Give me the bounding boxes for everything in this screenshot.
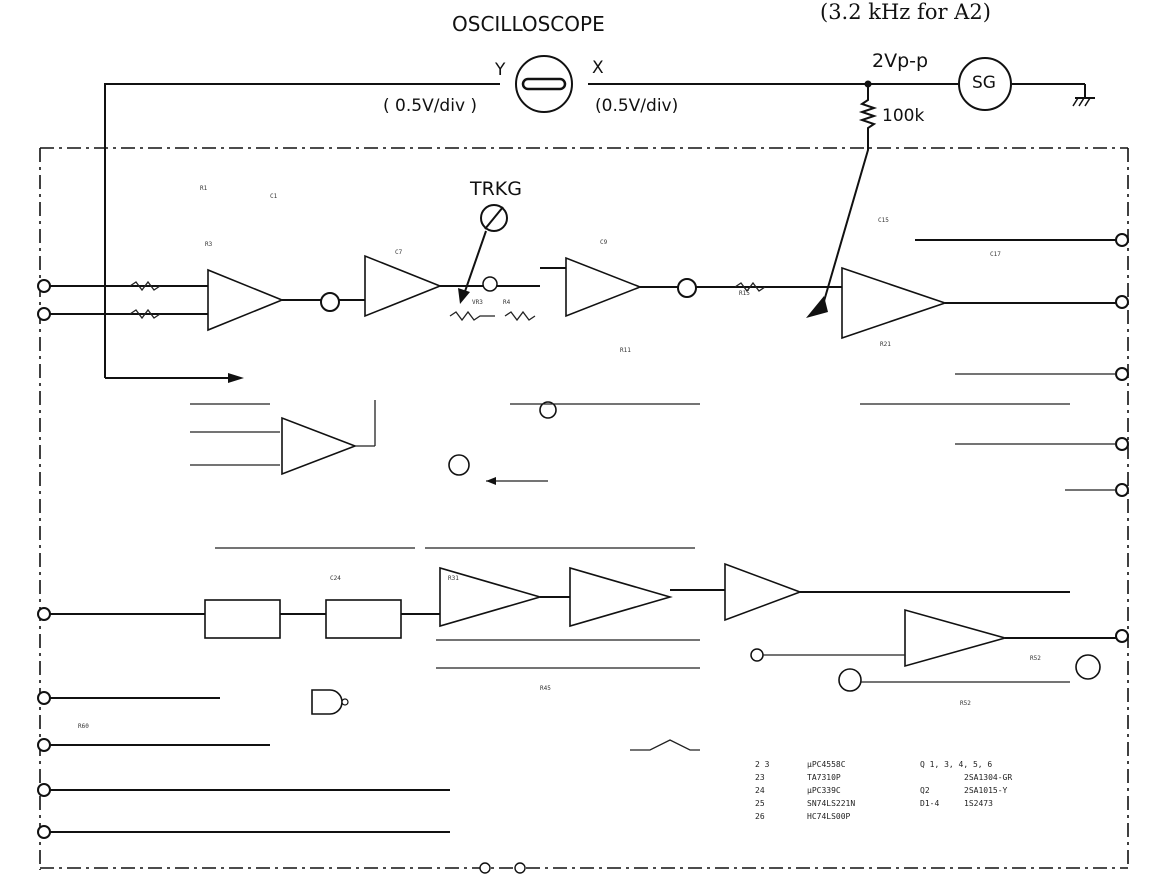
middle-section: [190, 400, 1070, 485]
nand-gate: [311, 689, 343, 715]
legend-part: μPC4558C: [807, 760, 846, 769]
legend-part: μPC339C: [807, 786, 841, 795]
svg-text:R15: R15: [739, 290, 750, 297]
signal-generator-icon: [958, 57, 1012, 111]
svg-text:C24: C24: [330, 575, 341, 582]
svg-text:VR3: VR3: [472, 299, 483, 306]
test-injection-lead: [821, 148, 869, 309]
signal-generator-label: SG: [972, 73, 996, 93]
legend-part: 2SA1304-GR: [964, 773, 1013, 782]
svg-text:R4: R4: [503, 299, 511, 306]
signal-level-label: 2Vp-p: [872, 50, 929, 72]
y-channel-label: Y: [495, 60, 506, 80]
svg-text:C15: C15: [878, 217, 889, 224]
oscilloscope-title: OSCILLOSCOPE: [452, 12, 605, 36]
op-amp-3: [565, 256, 643, 318]
component-markings: R1 C1 R3 C7 VR3 R4 C9 R15 C15 C17 R11 R2…: [78, 185, 1041, 730]
legend-ref: 24: [755, 786, 765, 795]
lower-chain: [50, 547, 1116, 692]
comparator-1: [439, 566, 543, 628]
legend-row: Q 1, 3, 4, 5, 6: [920, 760, 1060, 772]
legend-ref: D1-4: [920, 799, 940, 808]
x-scale-label: (0.5V/div): [595, 96, 679, 116]
right-connectors: [1115, 233, 1129, 643]
svg-text:C1: C1: [270, 193, 278, 200]
svg-text:R52: R52: [960, 700, 971, 707]
monostable-1: [204, 599, 281, 639]
x-channel-label: X: [592, 58, 604, 78]
resistor-100k: [858, 84, 878, 148]
comparator-3: [724, 562, 803, 622]
svg-text:R31: R31: [448, 575, 459, 582]
y-scale-label: ( 0.5V/div ): [383, 96, 478, 116]
legend-ref: 2 3: [755, 760, 770, 769]
op-amp-2: [364, 254, 443, 318]
legend-part: 1S2473: [964, 799, 993, 808]
legend-row: 25 SN74LS221N: [755, 799, 885, 811]
scope-y-lead: [104, 83, 500, 378]
upper-signal-chain: [50, 239, 1116, 491]
resistor-value-label: 100k: [882, 106, 925, 126]
trim-label: TRKG: [470, 178, 522, 200]
svg-text:C17: C17: [990, 251, 1001, 258]
svg-text:C9: C9: [600, 239, 608, 246]
legend-ref: Q2: [920, 786, 930, 795]
legend-row: Q2 2SA1015-Y: [920, 786, 1060, 798]
legend-ref: Q 1, 3, 4, 5, 6: [920, 760, 993, 769]
op-amp-5: [281, 416, 358, 476]
legend-row: 23 TA7310P: [755, 773, 885, 785]
svg-text:R3: R3: [205, 241, 213, 248]
legend-ref: 26: [755, 812, 765, 821]
legend-part: SN74LS221N: [807, 799, 856, 808]
measurement-setup: [104, 55, 1095, 378]
svg-text:R1: R1: [200, 185, 208, 192]
svg-text:C7: C7: [395, 249, 403, 256]
legend-part: TA7310P: [807, 773, 841, 782]
monostable-2: [325, 599, 402, 639]
svg-text:R11: R11: [620, 347, 631, 354]
svg-text:R45: R45: [540, 685, 551, 692]
legend-row: 2 3 μPC4558C: [755, 760, 885, 772]
legend-row: 24 μPC339C: [755, 786, 885, 798]
svg-text:R21: R21: [880, 341, 891, 348]
legend-row: 26 HC74LS00P: [755, 812, 885, 824]
legend-ref: 23: [755, 773, 765, 782]
oscilloscope-symbol-icon: [515, 55, 573, 113]
injection-arrow: [806, 296, 828, 318]
bottom-buses: [50, 689, 700, 874]
ground-icon: [1072, 84, 1095, 107]
legend-row: D1-4 1S2473: [920, 799, 1060, 811]
frequency-note: (3.2 kHz for A2): [820, 0, 991, 24]
svg-text:R60: R60: [78, 723, 89, 730]
svg-text:R52: R52: [1030, 655, 1041, 662]
op-amp-6: [904, 608, 1008, 668]
op-amp-1: [207, 268, 285, 332]
op-amp-4: [841, 266, 948, 340]
trimmer-potentiometer-icon: [458, 204, 508, 304]
legend-row: 2SA1304-GR: [920, 773, 1060, 785]
legend-part: HC74LS00P: [807, 812, 851, 821]
legend-ref: 25: [755, 799, 765, 808]
comparator-2: [569, 566, 673, 628]
legend-part: 2SA1015-Y: [964, 786, 1008, 795]
